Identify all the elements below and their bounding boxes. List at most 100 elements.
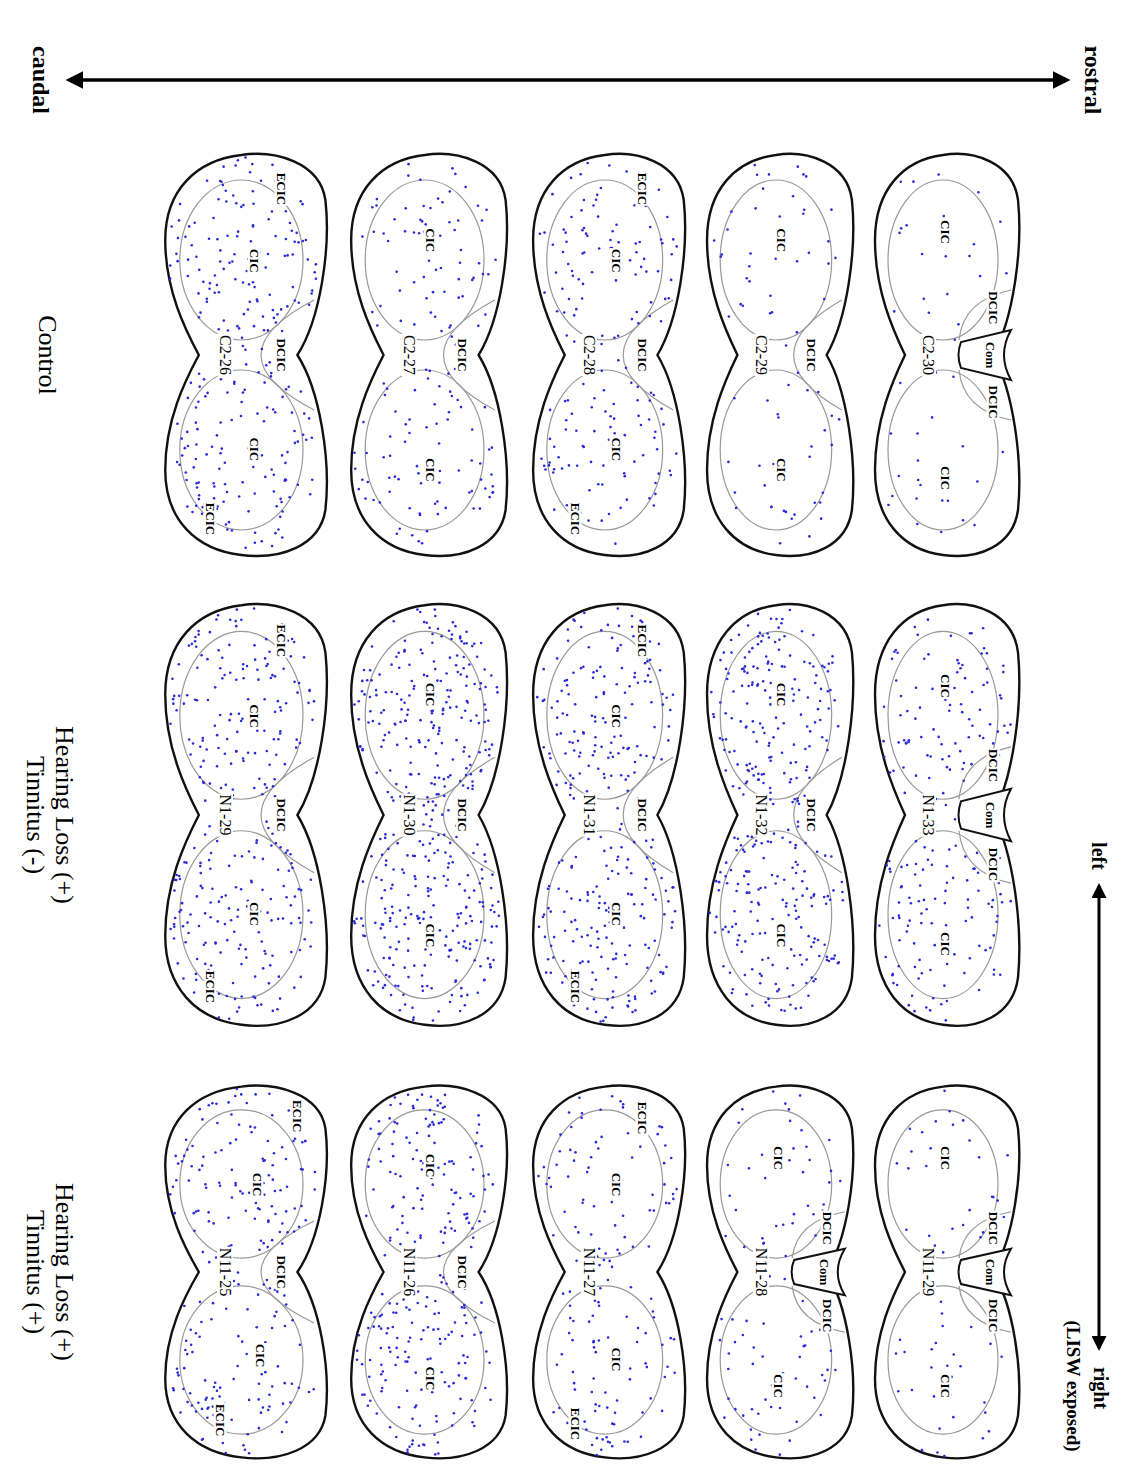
cell-dot (774, 882, 777, 885)
cell-dot (759, 632, 762, 635)
cell-dot (742, 793, 745, 796)
cell-dot (780, 622, 783, 625)
cell-dot (600, 746, 603, 749)
cell-dot (572, 940, 575, 943)
section-outline (705, 600, 857, 1030)
cell-dot (738, 934, 741, 937)
cell-dot (726, 882, 729, 885)
cell-dot (992, 899, 995, 902)
cell-dot (916, 634, 919, 637)
cell-dot (353, 451, 356, 454)
cell-dot (395, 925, 398, 928)
cell-dot (650, 846, 653, 849)
cell-dot (812, 665, 815, 668)
cell-dot (804, 842, 807, 845)
cell-dot (941, 758, 944, 761)
cell-dot (220, 378, 223, 381)
cell-dot (206, 179, 209, 182)
cell-dot (267, 329, 270, 332)
cell-dot (556, 700, 559, 703)
cell-dot (898, 939, 901, 942)
cell-dot (757, 635, 760, 638)
cell-dot (989, 947, 992, 950)
cell-dot (969, 632, 972, 635)
cell-dot (666, 216, 669, 219)
cell-dot (459, 635, 462, 638)
cell-dot (721, 739, 724, 742)
section-id: C2-29 (753, 334, 769, 376)
cell-dot (755, 840, 758, 843)
cell-dot (238, 495, 241, 498)
cell-dot (792, 195, 795, 198)
cell-dot (185, 471, 188, 474)
cell-dot (187, 275, 190, 278)
cell-dot (552, 471, 555, 474)
cell-dot (931, 849, 934, 852)
cell-dot (580, 667, 583, 670)
cell-dot (281, 536, 284, 539)
cell-dot (626, 748, 629, 751)
cell-dot (475, 714, 478, 717)
cell-dot (490, 887, 493, 890)
cell-dot (603, 777, 606, 780)
cell-dot (983, 647, 986, 650)
cell-dot (548, 885, 551, 888)
cell-dot (272, 408, 275, 411)
cell-dot (479, 965, 482, 968)
cell-dot (364, 935, 367, 938)
cell-dot (376, 198, 379, 201)
cell-dot (626, 1004, 629, 1007)
cell-dot (410, 913, 413, 916)
cell-dot (925, 908, 928, 911)
cell-dot (552, 243, 555, 246)
cell-dot (181, 454, 184, 457)
cell-dot (491, 446, 494, 449)
cell-dot (610, 774, 613, 777)
cell-dot (447, 866, 450, 869)
cell-dot (586, 934, 589, 937)
cell-dot (841, 881, 844, 884)
cell-dot (762, 782, 765, 785)
cell-dot (761, 634, 764, 637)
cell-dot (745, 993, 748, 996)
cell-dot (637, 415, 640, 418)
cell-dot (763, 732, 766, 735)
cell-dot (184, 447, 187, 450)
cell-dot (425, 426, 428, 429)
cell-dot (932, 728, 935, 731)
cell-dot (487, 273, 490, 276)
cell-dot (434, 776, 437, 779)
cell-dot (796, 797, 799, 800)
cell-dot (608, 513, 611, 516)
cell-dot (900, 885, 903, 888)
cell-dot (993, 973, 996, 976)
cell-dot (545, 971, 548, 974)
cell-dot (484, 406, 487, 409)
cell-dot (214, 274, 217, 277)
cell-dot (834, 257, 837, 260)
cell-dot (612, 403, 615, 406)
cell-dot (244, 348, 247, 351)
cell-dot (216, 284, 219, 287)
cic-boundary (365, 631, 484, 799)
cell-dot (650, 391, 653, 394)
cell-dot (962, 519, 965, 522)
cell-dot (462, 750, 465, 753)
cell-dot (443, 290, 446, 293)
cell-dot (382, 987, 385, 990)
cell-dot (653, 437, 656, 440)
cell-dot (917, 459, 920, 462)
cell-dot (731, 925, 734, 928)
cell-dot (353, 703, 356, 706)
cell-dot (369, 669, 372, 672)
cell-dot (573, 314, 576, 317)
cell-dot (807, 696, 810, 699)
cell-dot (675, 245, 678, 248)
cell-dot (796, 800, 799, 803)
cell-dot (915, 774, 918, 777)
cell-dot (260, 179, 263, 182)
cell-dot (623, 926, 626, 929)
cell-dot (297, 483, 300, 486)
cell-dot (430, 818, 433, 821)
cell-dot (384, 394, 387, 397)
